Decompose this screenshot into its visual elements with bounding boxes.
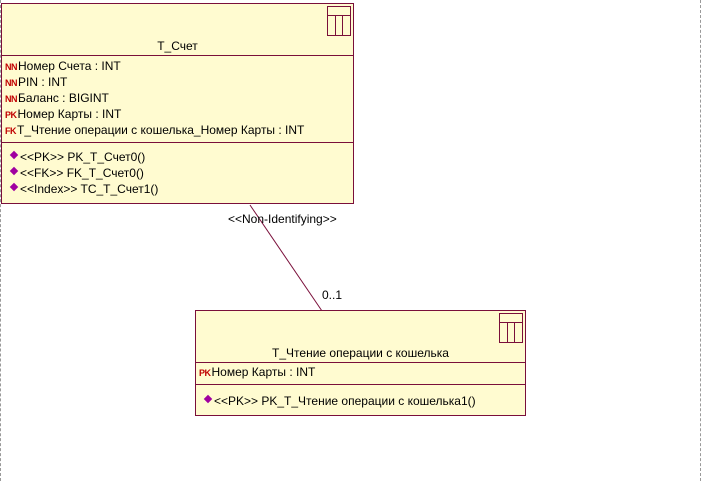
operation-text: <<Index>> TC_Т_Счет1() [20,182,159,196]
table-icon [499,313,523,343]
operation-row[interactable]: <<FK>> FK_Т_Счет0() [9,165,353,181]
operation-row[interactable]: <<Index>> TC_Т_Счет1() [9,181,353,197]
fk-tag: FK [5,126,17,136]
attribute-row[interactable]: FKТ_Чтение операции с кошелька_Номер Кар… [5,122,353,138]
attribute-text: Номер Карты : INT [17,107,122,121]
attribute-row[interactable]: PKНомер Карты : INT [199,364,525,380]
attribute-text: PIN : INT [18,75,68,89]
attribute-text: Т_Чтение операции с кошелька_Номер Карты… [17,123,305,137]
attribute-row[interactable]: PKНомер Карты : INT [5,106,353,122]
operation-list: <<PK>> PK_Т_Чтение операции с кошелька1(… [196,385,525,409]
operation-text: <<PK>> PK_Т_Счет0() [20,150,146,164]
entity-title: Т_Счет [157,39,198,53]
nn-tag: NN [5,94,18,104]
attribute-row[interactable]: NNБаланс : BIGINT [5,90,353,106]
relationship-stereotype-label: <<Non-Identifying>> [228,212,337,226]
pk-tag: PK [199,368,211,378]
entity-title: Т_Чтение операции с кошелька [272,346,449,360]
attribute-text: Номер Карты : INT [211,365,316,379]
operation-diamond-icon [203,394,213,404]
entity-header: Т_Чтение операции с кошелька [196,311,525,363]
entity-t-chtenie-operatsii[interactable]: Т_Чтение операции с кошелька PKНомер Кар… [195,310,526,416]
attribute-row[interactable]: NNНомер Счета : INT [5,58,353,74]
cardinality-bottom-label: 0..1 [322,288,343,302]
entity-t-schet[interactable]: Т_Счет NNНомер Счета : INT NNPIN : INT N… [1,3,354,204]
operation-diamond-icon [9,150,19,160]
attribute-text: Номер Счета : INT [18,59,121,73]
operation-row[interactable]: <<PK>> PK_Т_Чтение операции с кошелька1(… [203,393,525,409]
pk-tag: PK [5,110,17,120]
operation-text: <<PK>> PK_Т_Чтение операции с кошелька1(… [214,394,476,408]
attribute-list: NNНомер Счета : INT NNPIN : INT NNБаланс… [2,56,353,143]
table-icon [327,6,351,36]
nn-tag: NN [5,78,18,88]
attribute-row[interactable]: NNPIN : INT [5,74,353,90]
attribute-list: PKНомер Карты : INT [196,363,525,385]
attribute-text: Баланс : BIGINT [18,91,109,105]
operation-diamond-icon [9,166,19,176]
operation-row[interactable]: <<PK>> PK_Т_Счет0() [9,149,353,165]
operation-diamond-icon [9,182,19,192]
page-border-right [700,0,702,481]
relationship-line[interactable] [249,204,323,312]
page-border-left [0,0,2,481]
entity-header: Т_Счет [2,4,353,56]
operation-text: <<FK>> FK_Т_Счет0() [20,166,144,180]
operation-list: <<PK>> PK_Т_Счет0() <<FK>> FK_Т_Счет0() … [2,143,353,197]
nn-tag: NN [5,62,18,72]
